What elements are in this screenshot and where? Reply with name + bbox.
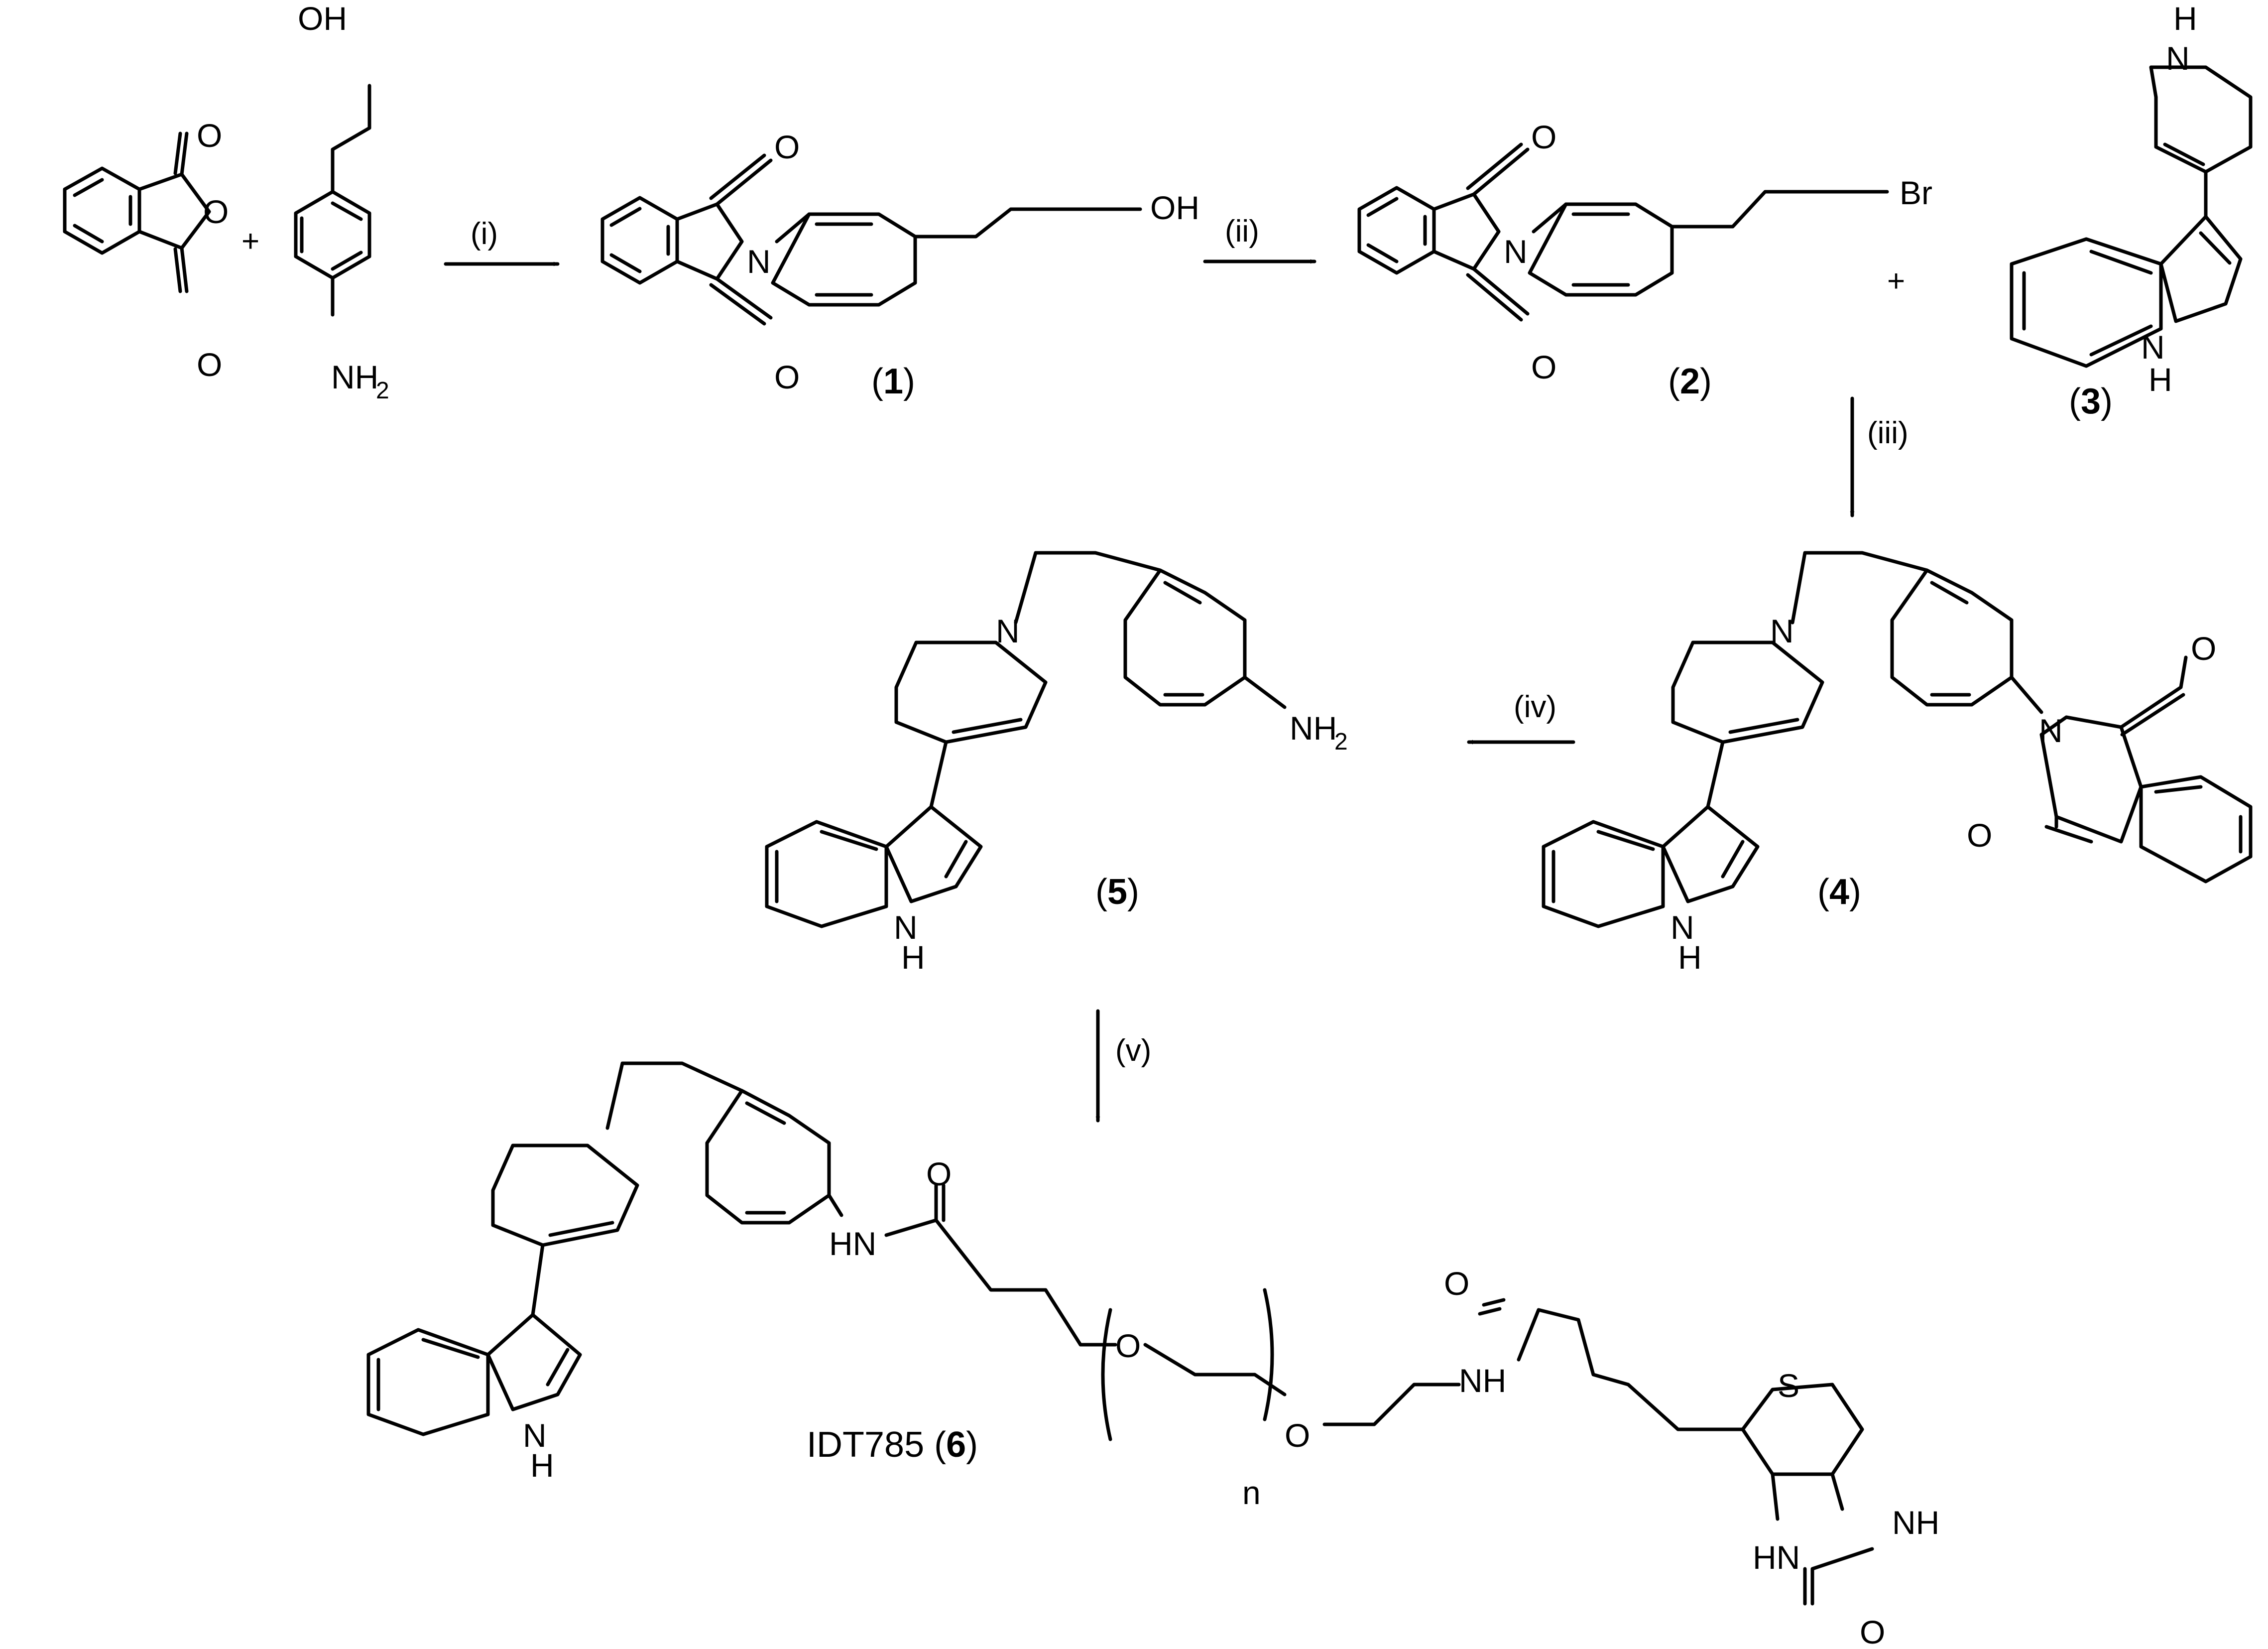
svg-text:N: N <box>2039 712 2063 749</box>
svg-text:O: O <box>1860 1614 1885 1649</box>
svg-text:HN: HN <box>829 1225 876 1262</box>
svg-text:O: O <box>203 193 229 230</box>
plus-sign: + <box>241 224 259 258</box>
svg-text:N: N <box>747 243 771 280</box>
svg-text:O: O <box>197 117 222 154</box>
plus-sign: + <box>1887 264 1905 298</box>
svg-text:H: H <box>1678 939 1702 976</box>
step-v-label: (v) <box>1115 1033 1151 1068</box>
svg-text:O: O <box>1531 349 1556 385</box>
svg-text:O: O <box>774 128 800 165</box>
svg-text:O: O <box>1531 119 1556 155</box>
svg-text:NH: NH <box>1290 710 1337 747</box>
step-ii-label: (ii) <box>1225 214 1259 249</box>
svg-text:HN: HN <box>1753 1539 1800 1576</box>
svg-text:O: O <box>774 359 800 395</box>
compound-4-structure: N N O O N H <box>1542 551 2253 976</box>
compound-1-structure: O O N OH <box>600 128 1199 395</box>
svg-text:H: H <box>530 1447 554 1484</box>
svg-text:Br: Br <box>1900 174 1932 211</box>
compound-5-label: (5) <box>1095 872 1139 912</box>
svg-text:O: O <box>1115 1327 1141 1364</box>
step-iii-label: (iii) <box>1867 416 1909 450</box>
svg-text:N: N <box>523 1417 547 1454</box>
svg-text:H: H <box>2149 361 2172 398</box>
compound-2-label: (2) <box>1668 362 1712 401</box>
svg-text:2: 2 <box>1334 729 1348 755</box>
svg-text:O: O <box>2191 630 2216 667</box>
svg-text:N: N <box>1671 909 1694 946</box>
svg-text:OH: OH <box>298 0 347 37</box>
compound-6-structure: HN O O O NH O S NH HN O n N H <box>366 1061 1939 1649</box>
compound-1-label: (1) <box>871 362 915 401</box>
step-i-label: (i) <box>471 217 498 251</box>
svg-text:O: O <box>926 1155 952 1192</box>
svg-text:N: N <box>996 613 1020 649</box>
svg-text:N: N <box>1770 613 1794 649</box>
svg-text:O: O <box>1285 1417 1310 1454</box>
svg-text:O: O <box>1967 817 1992 854</box>
svg-text:NH: NH <box>331 359 378 395</box>
step-iv-label: (iv) <box>1514 690 1556 724</box>
svg-text:O: O <box>197 346 222 383</box>
svg-text:OH: OH <box>1150 189 1199 226</box>
compound-3-label: (3) <box>2069 381 2113 421</box>
aminophenethyl-alcohol: OH NH 2 <box>294 0 389 404</box>
phthalic-anhydride: O O O <box>63 117 229 383</box>
svg-text:n: n <box>1242 1474 1261 1511</box>
svg-text:N: N <box>1504 233 1528 270</box>
svg-text:N: N <box>2166 40 2190 77</box>
svg-text:NH: NH <box>1892 1504 1939 1541</box>
svg-text:N: N <box>894 909 918 946</box>
svg-text:N: N <box>2141 329 2165 366</box>
svg-text:2: 2 <box>376 378 389 404</box>
svg-text:H: H <box>2173 0 2197 37</box>
compound-3-structure: H N N H <box>2010 0 2253 398</box>
compound-4-label: (4) <box>1817 872 1861 912</box>
svg-text:NH: NH <box>1459 1362 1506 1399</box>
svg-text:H: H <box>901 939 925 976</box>
svg-text:S: S <box>1778 1367 1799 1404</box>
compound-6-label: IDT785 (6) <box>807 1425 978 1465</box>
compound-5-structure: N NH 2 N H <box>765 551 1348 976</box>
compound-2-structure: O O N Br <box>1357 119 1932 385</box>
svg-text:O: O <box>1444 1265 1469 1302</box>
